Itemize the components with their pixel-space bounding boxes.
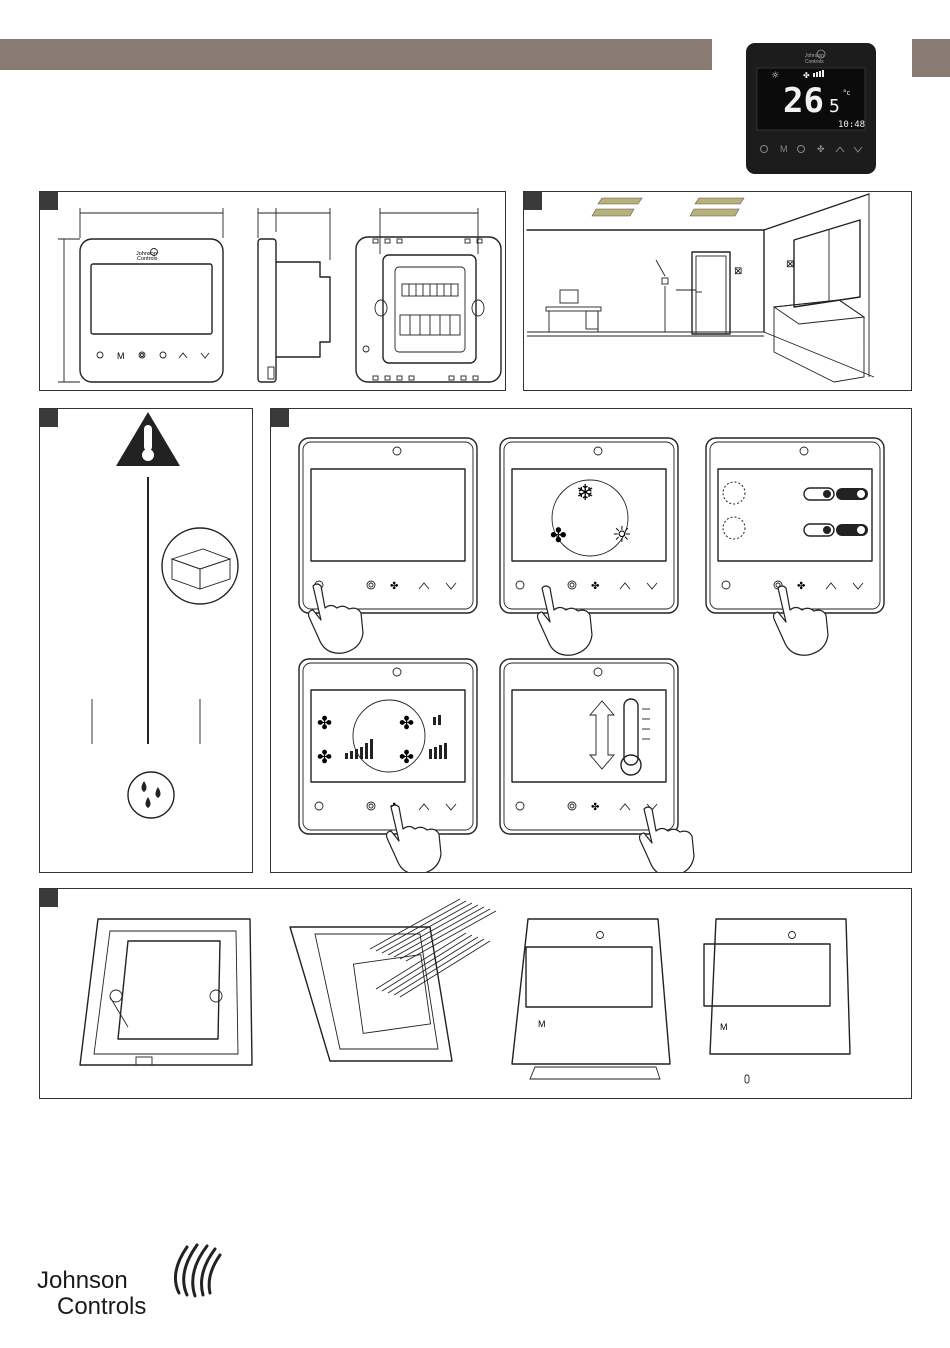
panel-environment (39, 408, 253, 873)
svg-text:M: M (538, 1019, 546, 1029)
svg-text:✤: ✤ (317, 747, 332, 768)
device-temperature: 26 (783, 81, 824, 121)
fan-icon: ✤ (803, 71, 810, 80)
svg-text:M: M (117, 351, 125, 361)
header-band-right (912, 39, 950, 77)
svg-text:✤: ✤ (550, 523, 567, 547)
device-mode-label: M (780, 144, 788, 154)
panel-mounting: M M (39, 888, 912, 1099)
panel-installation-room: ⊠ ⊠ (523, 191, 912, 391)
svg-text:❄: ❄ (576, 481, 594, 506)
svg-text:✤: ✤ (317, 713, 332, 734)
device-brand-line2: Controls (805, 59, 824, 65)
header-band (0, 39, 712, 70)
svg-text:M: M (720, 1022, 728, 1032)
no-install-icon: ⊠ (734, 266, 742, 277)
device-clock: 10:48 (838, 120, 865, 130)
device-temperature-unit: °c (843, 89, 851, 97)
jci-swirl-logo (159, 1241, 239, 1301)
no-install-icon-2: ⊠ (786, 259, 794, 270)
footer-logo-line1: Johnson (37, 1267, 128, 1295)
sun-icon: ☼ (771, 71, 779, 81)
svg-text:✤: ✤ (817, 145, 825, 155)
svg-text:☼: ☼ (612, 523, 632, 548)
panel-dimensions: Johnson Controls M (39, 191, 506, 391)
svg-text:✤: ✤ (399, 713, 414, 734)
svg-text:✤: ✤ (399, 747, 414, 768)
front-brand2: Controls (137, 256, 158, 262)
footer-logo: Johnson Controls (37, 1241, 222, 1321)
panel-operation: ✤ ❄ ☼ ✤ (270, 408, 912, 873)
thermostat-photo: Johnson Controls ☼ ✤ 26 5 °c 10:48 M ✤ (745, 42, 877, 175)
device-temperature-decimal: 5 (829, 96, 840, 117)
footer-logo-line2: Controls (57, 1293, 146, 1321)
